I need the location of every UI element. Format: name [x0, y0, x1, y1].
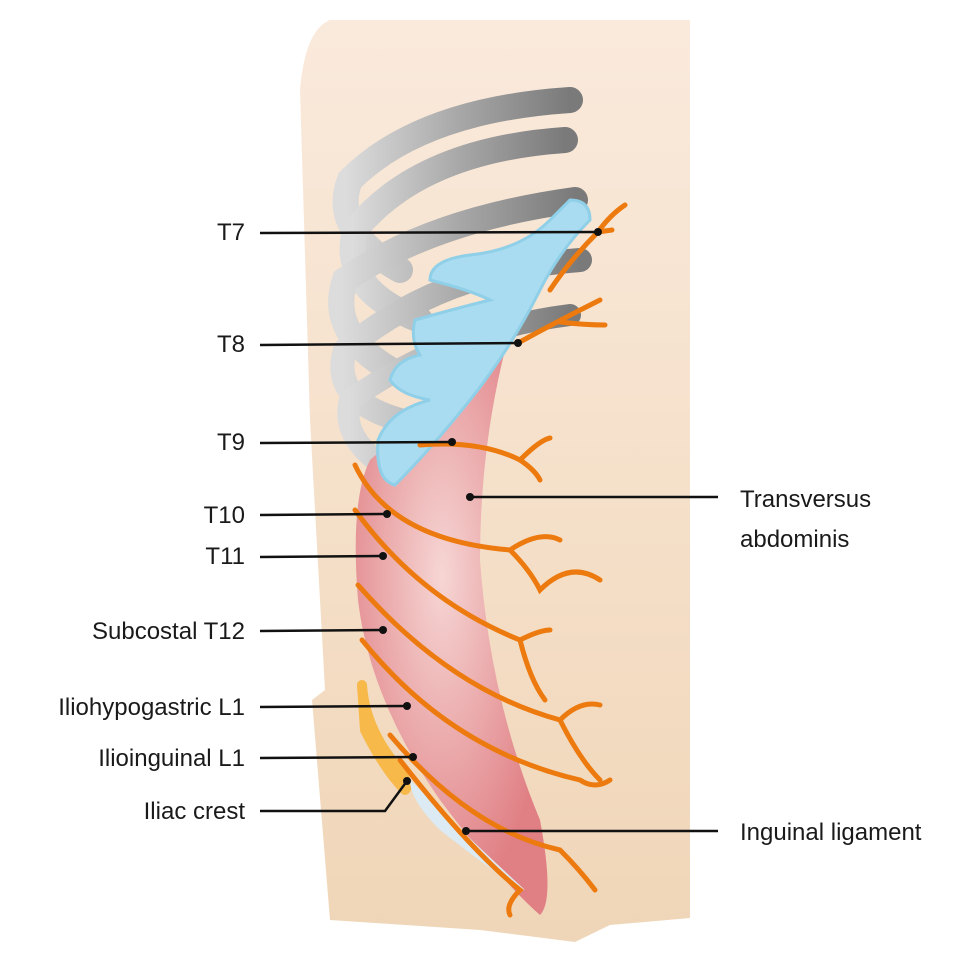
- transversus-abdominis-muscle: [355, 350, 548, 915]
- label-t8: T8: [216, 331, 245, 358]
- label-iliohypogastric: Iliohypogastric L1: [58, 694, 245, 721]
- ribs: [328, 87, 592, 481]
- label-transversus: Transversus: [740, 486, 872, 513]
- label-ilioinguinal: Ilioinguinal L1: [98, 745, 245, 772]
- label-inguinal-ligament: Inguinal ligament: [740, 819, 922, 846]
- label-t7: T7: [216, 219, 245, 246]
- leader-dots: [379, 228, 602, 835]
- label-t9: T9: [216, 429, 245, 456]
- label-iliac-crest: Iliac crest: [143, 798, 245, 825]
- label-t11: T11: [205, 543, 245, 570]
- label-t10: T10: [203, 502, 245, 529]
- label-subcostal-t12: Subcostal T12: [92, 618, 245, 645]
- leader-lines: [259, 230, 718, 833]
- label-abdominis: abdominis: [740, 526, 850, 553]
